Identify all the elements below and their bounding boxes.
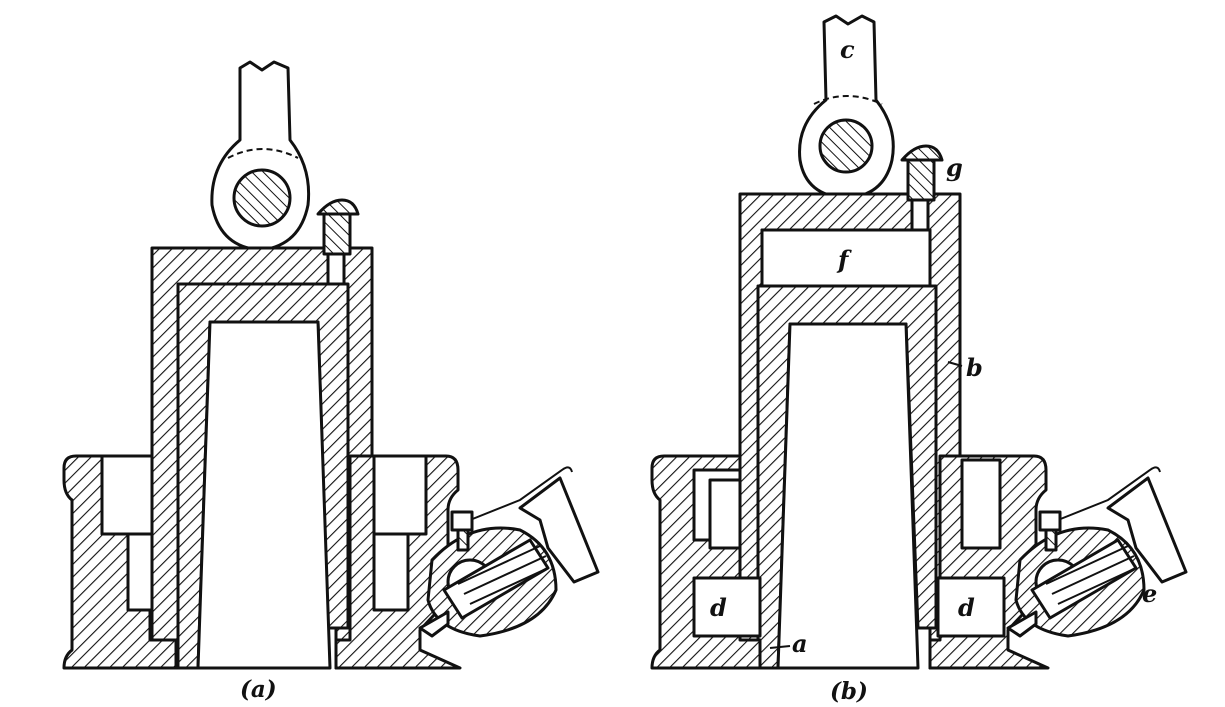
panel-a: (a) (62, 60, 600, 703)
caption-a: (a) (240, 676, 277, 703)
caption-b: (b) (830, 678, 868, 705)
set-screw-assembly-a (418, 466, 600, 638)
label-d-left: d (710, 593, 727, 622)
label-d-right: d (958, 593, 975, 622)
label-e: e (1142, 579, 1157, 608)
label-b: b (966, 353, 983, 382)
label-g: g (946, 153, 963, 182)
chamber-d-left (692, 576, 762, 638)
label-f: f (836, 245, 852, 274)
set-screw-assembly-b (1006, 466, 1188, 638)
oil-cup-b (900, 144, 944, 232)
connecting-rod-a (210, 60, 311, 252)
label-a: a (792, 629, 808, 658)
chamber-d-right (936, 576, 1006, 638)
oil-cup-a (316, 198, 360, 286)
panel-b: c g f b d d e a (b) (650, 14, 1188, 705)
label-c: c (840, 35, 855, 64)
